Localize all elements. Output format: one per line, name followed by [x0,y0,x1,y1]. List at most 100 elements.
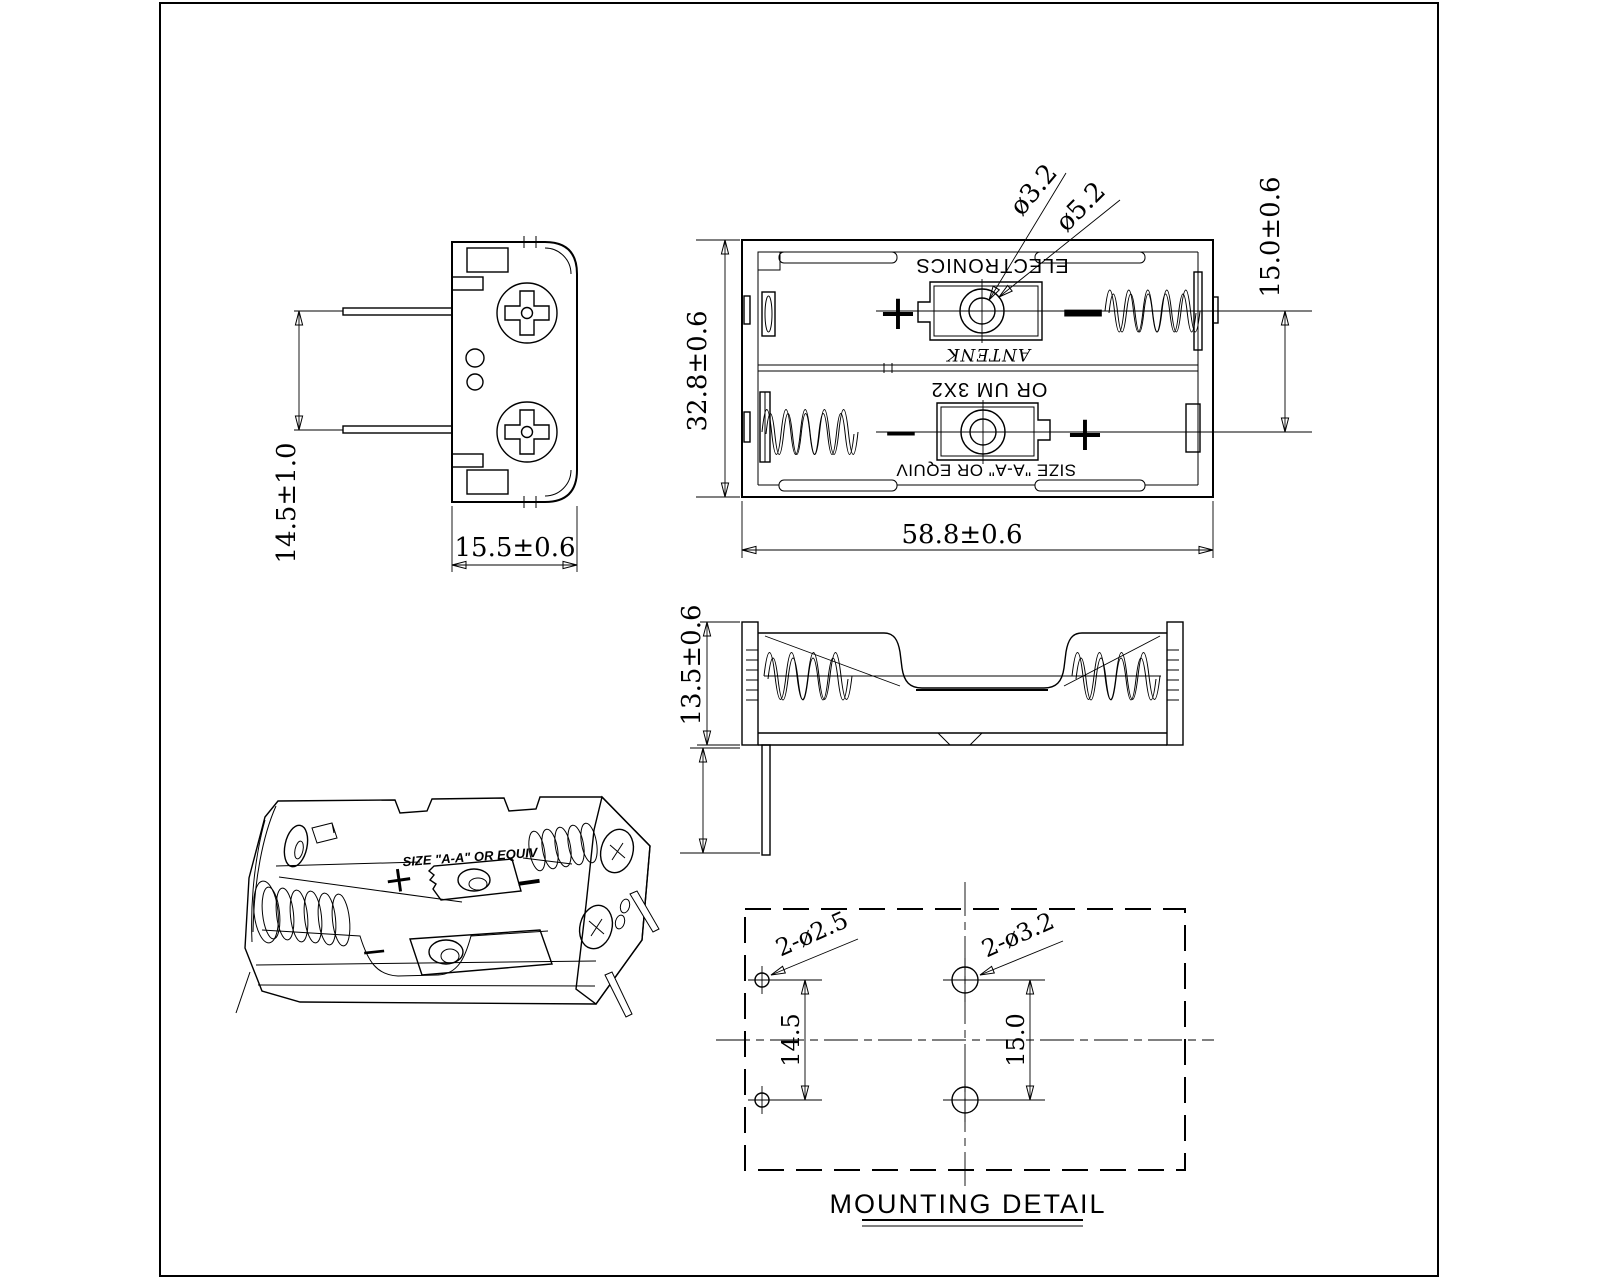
minus-symbol: − [1058,277,1108,347]
left-end-plate [741,621,759,746]
left-wall-contact [761,291,776,337]
iso-screw-head [599,828,635,874]
pcb-pin [761,744,771,856]
dim-cell-pitch: 15.0±0.6 [1256,176,1290,433]
dim-text-body-height: 32.8±0.6 [683,310,713,431]
pcb-pin [342,307,453,316]
minus-symbol: − [359,931,390,972]
dim-large-pitch: 15.0 [982,979,1045,1101]
corner-arc [544,247,572,275]
contact-plate-top [917,279,1043,343]
label-antenk-logo: ANTENK [945,344,1032,364]
wall-bump [743,295,751,325]
wall-bump [743,411,751,443]
spring-seat-comb-right [1167,649,1179,701]
iso-spring-upper [528,822,598,872]
contact-plate-bottom [936,400,1051,464]
dim-text-cell-pitch: 15.0±0.6 [1256,176,1286,297]
iso-partition [278,876,463,903]
dim-body-height: 32.8±0.6 [683,239,740,498]
mount-hole-large [943,958,987,1002]
leader-text-large-holes: 2-ø3.2 [978,907,1059,963]
iso-band-line [257,984,596,987]
dim-small-pitch: 14.5 [775,979,822,1101]
spring-left-inner [767,657,849,701]
dim-text-body-width: 15.5±0.6 [454,533,575,563]
corner-arc [544,469,572,497]
iso-plate-bottom [409,929,553,976]
leader-large-holes: 2-ø3.2 [978,907,1064,976]
spring-right-inner [1075,657,1157,701]
dim-text-small-pitch: 14.5 [777,1013,805,1066]
spring-seat [1193,271,1203,351]
right-end-plate [1166,621,1184,746]
iso-pin-hole [614,914,626,930]
dim-body-width: 15.5±0.6 [451,506,578,572]
vent-hole [466,373,484,391]
leader-small-holes: 2-ø2.5 [770,906,859,976]
rivet-top [496,282,558,344]
leader-rivet-hole: ø3.2 [988,159,1067,301]
dim-text-large-pitch: 15.0 [1002,1013,1030,1066]
leader-text-small-holes: 2-ø2.5 [772,906,853,962]
minus-symbol: − [883,408,920,459]
leader-text-rivet-boss: ø5.2 [1050,176,1112,238]
dim-text-pin-pitch: 14.5±1.0 [272,442,302,563]
pin-hole-small [748,966,776,994]
edge-slot [1034,251,1146,264]
label-battery-size: SIZE "A-A" OR EQUIV [896,461,1076,480]
iso-screw-head [578,904,614,950]
dim-text-body-length: 58.8±0.6 [901,520,1022,550]
mounting-detail: 2-ø2.5 2-ø3.2 14.5 15.0 MOUNTING DETAIL [716,882,1214,1227]
iso-plate-top [427,858,522,901]
top-profile [758,632,1167,689]
top-view-body-outline [741,239,1214,498]
sheet-border [159,2,1439,1277]
bore-edge [1063,635,1161,687]
rivet-bottom [496,401,558,463]
iso-pcb-pin [629,890,660,933]
edge-slot [1034,479,1146,492]
spring-seat-comb-left [746,649,758,701]
iso-end-plate [575,795,651,1005]
iso-near-wall-edge [261,929,549,977]
dim-pin-pitch: 14.5±1.0 [272,310,343,564]
iso-rivet [283,824,309,868]
end-view: 14.5±1.0 15.5±0.6 [272,236,578,572]
edge-slot [778,251,898,264]
wall-bump [1212,296,1219,324]
iso-spring-lower [253,880,351,947]
edge-slot [778,479,898,492]
spring-top-cell-inner [1108,293,1197,333]
iso-left-curve [252,805,277,933]
isometric-view: + − − SIZE "A-A" OR EQUIV [235,795,660,1018]
plus-symbol: + [381,858,417,903]
corner-step [757,251,781,271]
iso-plate-hole [457,868,491,892]
iso-pin-hole [619,898,631,914]
pin-hole-small [748,1086,776,1114]
iso-plate-hole [428,939,464,965]
top-view: + − − + ELECTRONICS ANTENK OR UM 3X2 SIZ… [683,159,1312,558]
spring-bottom-cell-inner [765,413,855,455]
dim-body-length: 58.8±0.6 [741,501,1214,558]
label-electronics: ELECTRONICS [915,254,1068,276]
end-view-body-outline [451,241,578,503]
iso-boss [311,822,338,844]
side-step [451,276,484,291]
side-view: 13.5±0.6 [677,604,1184,856]
iso-partition [275,861,421,867]
mount-hole-large [943,1078,987,1122]
iso-pcb-pin [604,971,633,1018]
label-battery-type: OR UM 3X2 [931,378,1048,400]
pcb-pin [342,425,453,434]
plus-symbol: + [878,285,918,341]
minus-symbol: − [512,860,546,904]
right-wall-contact [1185,403,1201,453]
vent-hole [465,348,485,368]
dim-pin-length [680,747,760,854]
mounting-detail-title: MOUNTING DETAIL [829,1189,1106,1219]
dim-side-height: 13.5±0.6 [677,604,740,746]
bottom-tab [466,469,509,495]
